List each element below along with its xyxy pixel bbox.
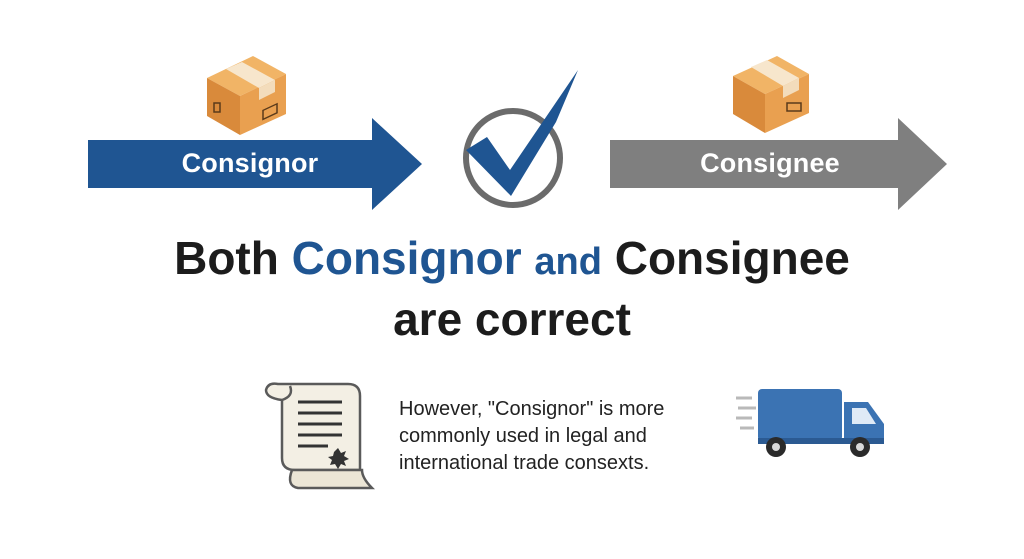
note-text: However, "Consignor" is more commonly us… <box>399 396 729 477</box>
consignee-label: Consignee <box>700 148 840 178</box>
headline-consignor: Consignor <box>291 232 522 284</box>
headline-line-1: Both Consignor and Consignee <box>0 230 1024 290</box>
check-mark-icon <box>463 70 578 208</box>
document-scroll-icon <box>264 382 376 490</box>
headline-both: Both <box>174 232 279 284</box>
note-line-3: international trade consexts. <box>399 452 650 474</box>
headline-and: and <box>534 241 602 283</box>
note-line-1: However, "Consignor" is more <box>399 398 665 420</box>
note-line-2: commonly used in legal and <box>399 425 647 447</box>
consignee-arrow <box>610 118 947 210</box>
headline-line-2: are correct <box>393 293 631 345</box>
headline-consignee: Consignee <box>614 232 850 284</box>
package-box-icon <box>207 56 286 135</box>
delivery-truck-icon <box>736 389 884 457</box>
package-box-icon <box>733 56 809 133</box>
consignor-arrow <box>88 118 422 210</box>
consignor-label: Consignor <box>181 148 319 178</box>
